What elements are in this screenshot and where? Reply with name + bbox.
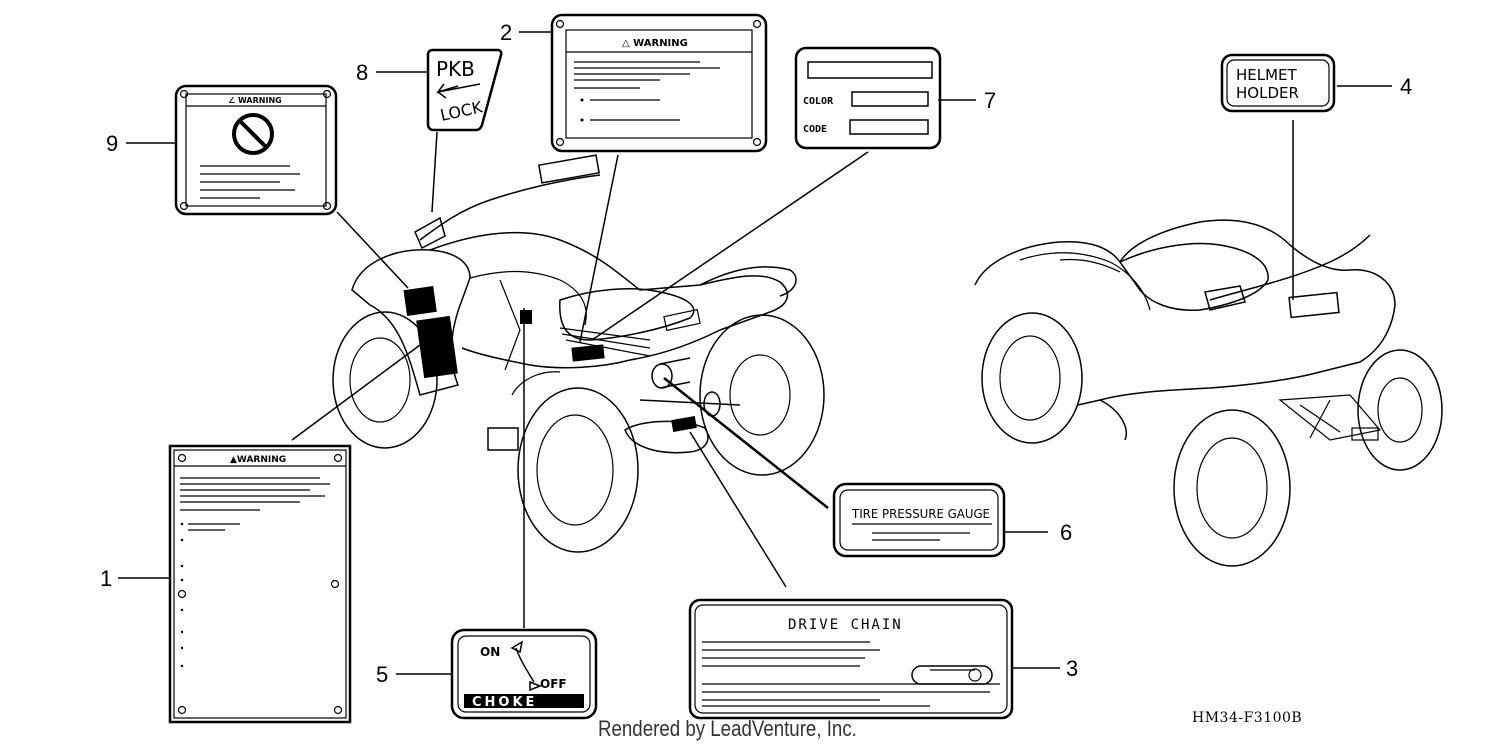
callout-1: 1 xyxy=(100,566,112,591)
diagram-code: HM34-F3100B xyxy=(1192,710,1303,726)
label-7-code: CODE xyxy=(803,124,827,135)
atv-rear-view xyxy=(974,219,1443,567)
label-4-helmet-holder: HELMET HOLDER xyxy=(1220,53,1336,113)
callout-2: 2 xyxy=(500,20,512,45)
label-6-tire-gauge-title: TIRE PRESSURE GAUGE xyxy=(851,507,990,521)
leader-lines xyxy=(118,31,1392,675)
label-3-drive-chain: DRIVE CHAIN xyxy=(688,598,1014,720)
label-9-warning-prohibition: ∠ WARNING xyxy=(174,84,338,216)
label-8-lock: LOCK xyxy=(438,97,484,125)
label-8-pkb: PKB xyxy=(436,57,475,81)
label-5-choke: ON OFF CHOKE xyxy=(450,628,598,720)
label-2-warning-title: △ WARNING xyxy=(622,38,688,49)
label-5-on: ON xyxy=(480,645,500,659)
label-1-warning-title: ▲WARNING xyxy=(230,455,286,465)
label-2-warning: △ WARNING xyxy=(550,13,768,153)
label-6-tire-pressure-gauge: TIRE PRESSURE GAUGE xyxy=(832,482,1006,558)
label-5-choke-text: CHOKE xyxy=(472,695,537,710)
label-8-pkb-lock: PKB LOCK xyxy=(426,48,503,132)
callout-6: 6 xyxy=(1060,520,1072,545)
prohibition-icon xyxy=(232,113,274,155)
label-7-color-code: COLOR CODE xyxy=(794,46,942,150)
label-9-warning-title: ∠ WARNING xyxy=(228,96,282,105)
callout-5: 5 xyxy=(376,662,388,687)
label-1-warning-large: ▲WARNING xyxy=(168,444,352,724)
callout-8: 8 xyxy=(356,60,368,85)
callout-3: 3 xyxy=(1066,656,1078,681)
callout-numbers: 1 2 3 4 5 6 7 8 9 xyxy=(100,20,1412,687)
atv-front-view xyxy=(332,154,825,553)
callout-9: 9 xyxy=(106,131,118,156)
callout-7: 7 xyxy=(984,88,996,113)
callout-4: 4 xyxy=(1400,74,1412,99)
label-5-off: OFF xyxy=(540,677,567,691)
label-4-helmet-line1: HELMET xyxy=(1236,66,1298,84)
label-4-helmet-line2: HOLDER xyxy=(1236,84,1299,102)
footer-credit: Rendered by LeadVenture, Inc. xyxy=(598,716,857,741)
label-7-color: COLOR xyxy=(803,96,834,107)
label-3-drive-chain-title: DRIVE CHAIN xyxy=(788,617,903,633)
